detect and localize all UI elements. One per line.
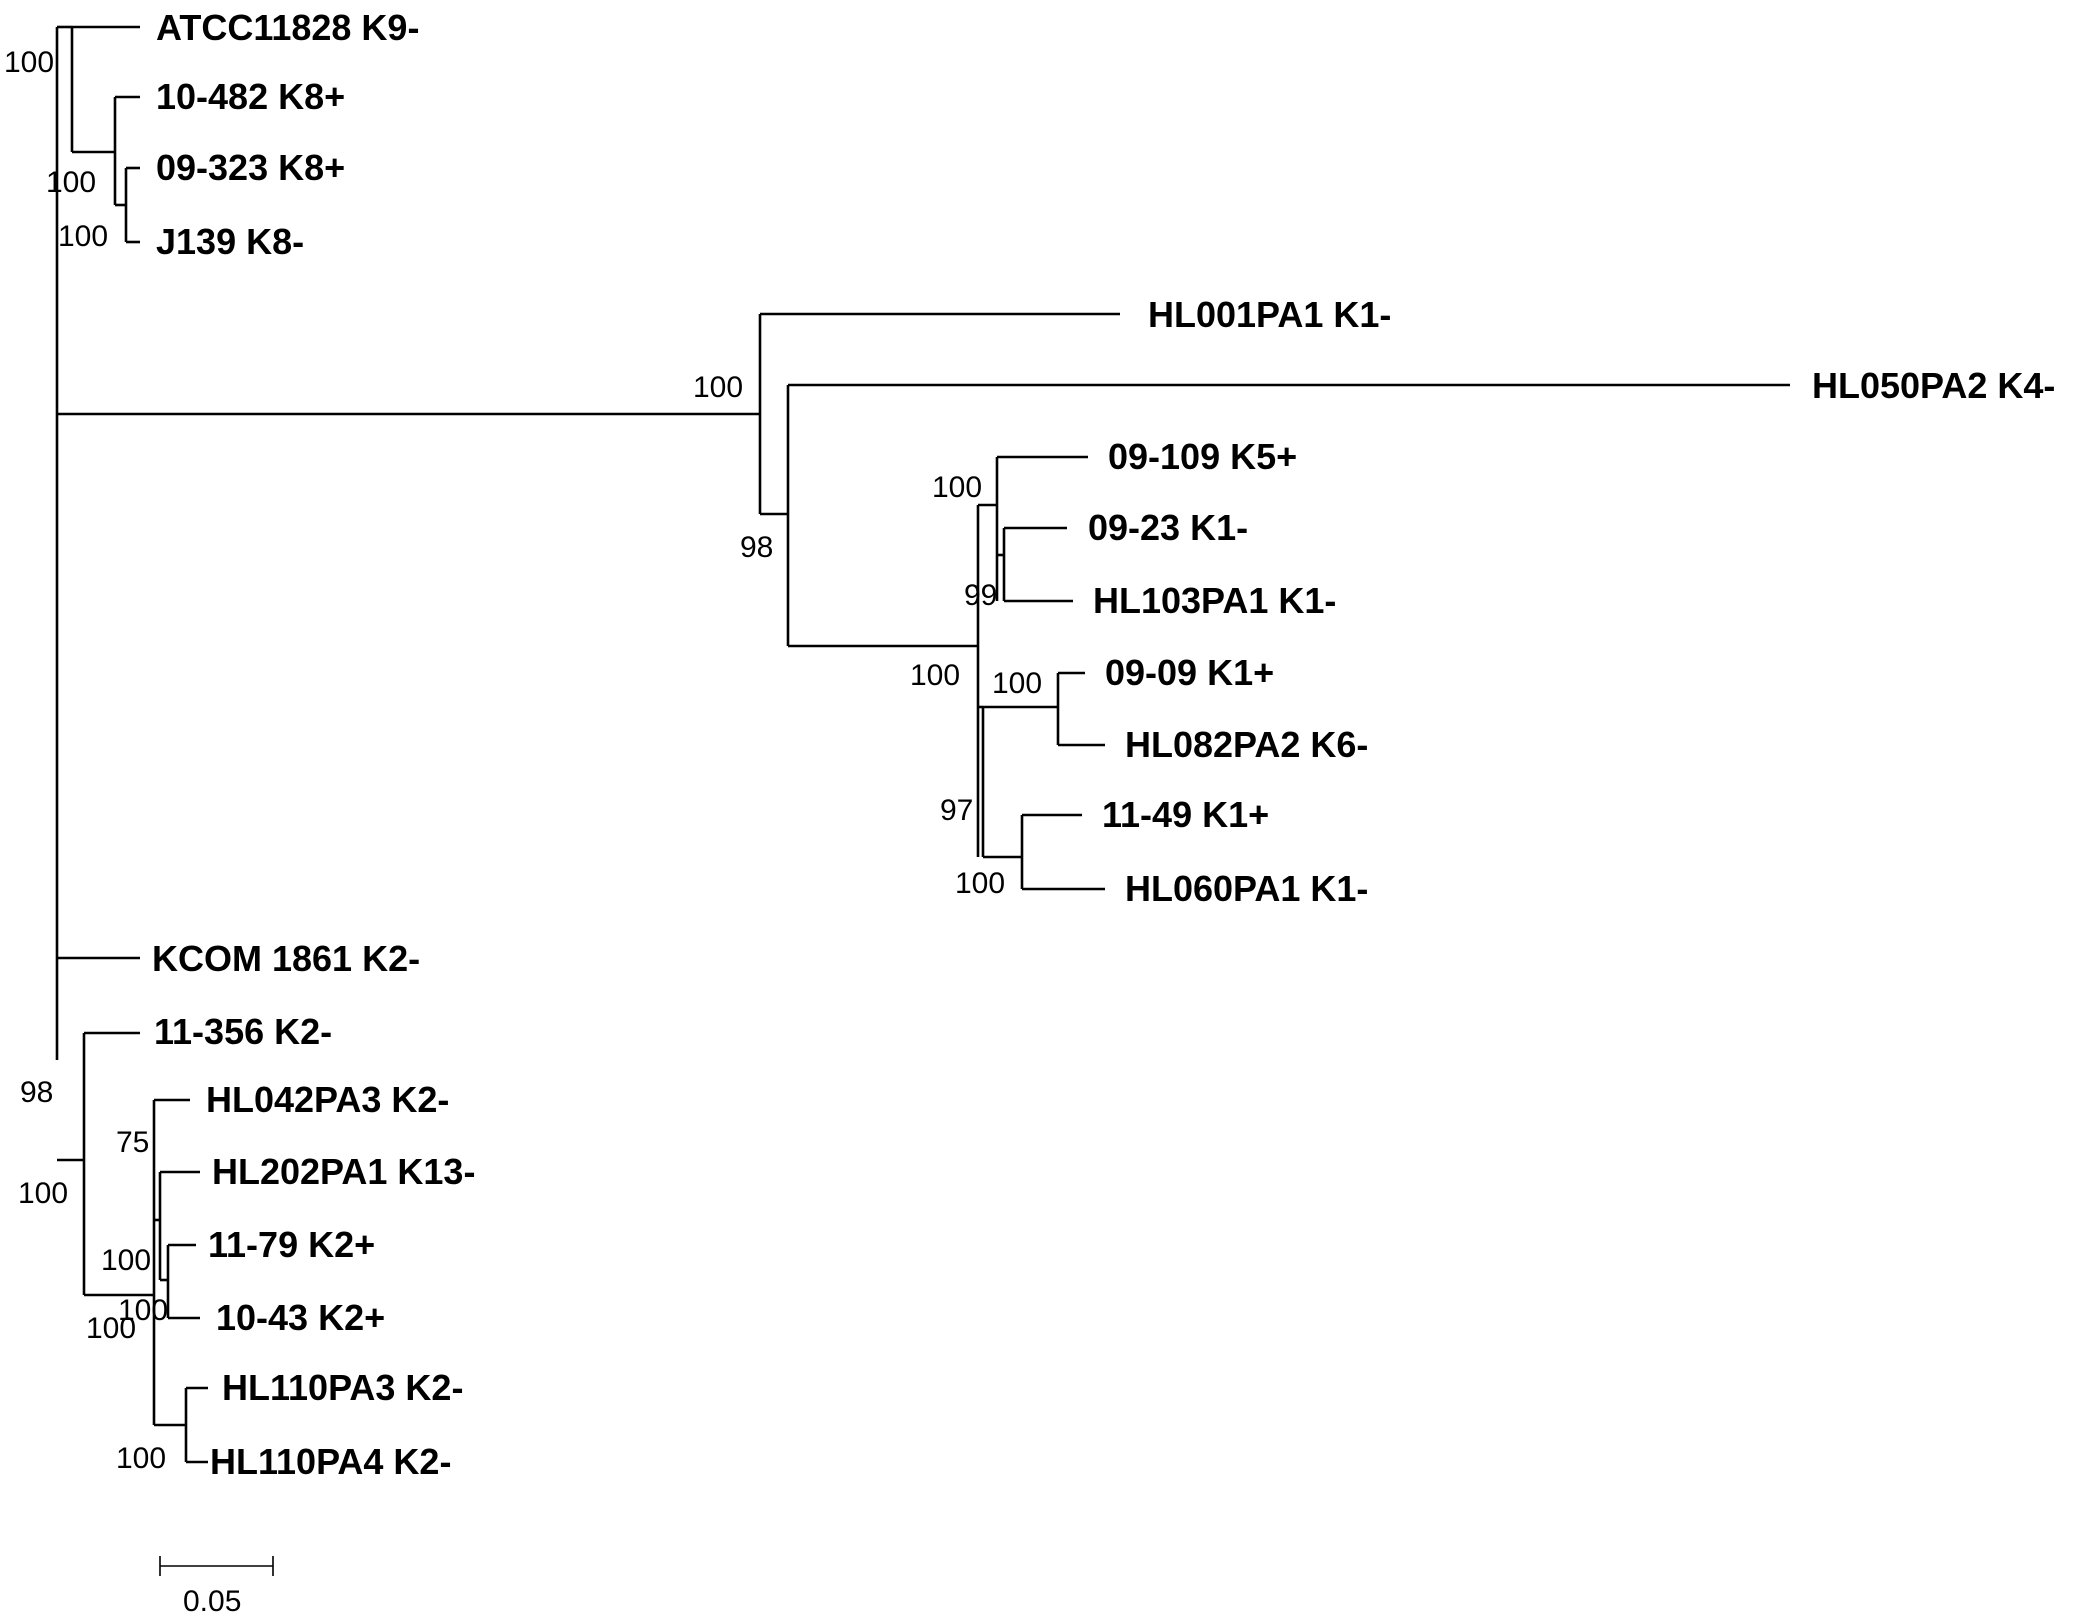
scale-bar: 0.05 bbox=[159, 1556, 274, 1618]
bootstrap-label: 99 bbox=[964, 579, 997, 612]
leaf-label: 09-109 K5+ bbox=[1108, 436, 1297, 477]
leaf-label: 11-79 K2+ bbox=[208, 1224, 375, 1265]
leaf-label: HL082PA2 K6- bbox=[1125, 724, 1368, 765]
bootstrap-label: 100 bbox=[910, 659, 960, 692]
leaf-label: HL103PA1 K1- bbox=[1093, 580, 1336, 621]
leaf-label: 09-09 K1+ bbox=[1105, 652, 1274, 693]
leaf-label: HL110PA3 K2- bbox=[222, 1367, 463, 1408]
bootstrap-label: 100 bbox=[4, 46, 54, 79]
bootstrap-label: 100 bbox=[58, 220, 108, 253]
leaf-label: ATCC11828 K9- bbox=[156, 7, 419, 48]
bootstrap-label: 100 bbox=[932, 471, 982, 504]
bootstrap-label: 100 bbox=[18, 1177, 68, 1210]
leaf-label: HL060PA1 K1- bbox=[1125, 868, 1368, 909]
leaf-label: 11-356 K2- bbox=[154, 1011, 332, 1052]
leaf-label: KCOM 1861 K2- bbox=[152, 938, 420, 979]
scale-bar-line bbox=[159, 1556, 274, 1576]
tree-branches bbox=[55, 25, 1790, 1464]
bootstrap-label: 98 bbox=[20, 1076, 53, 1109]
scale-bar-label: 0.05 bbox=[183, 1585, 241, 1618]
bootstrap-label: 97 bbox=[940, 794, 973, 827]
leaf-label: 10-482 K8+ bbox=[156, 76, 345, 117]
leaf-label: 09-323 K8+ bbox=[156, 147, 345, 188]
leaf-label: HL110PA4 K2- bbox=[210, 1441, 451, 1482]
leaf-label: HL202PA1 K13- bbox=[212, 1151, 475, 1192]
bootstrap-values: 100 100 100 100 98 100 99 100 100 97 100… bbox=[4, 46, 1042, 1475]
bootstrap-label: 75 bbox=[116, 1126, 149, 1159]
bootstrap-label: 100 bbox=[992, 667, 1042, 700]
bootstrap-label: 100 bbox=[86, 1312, 136, 1345]
leaf-labels: ATCC11828 K9- 10-482 K8+ 09-323 K8+ J139… bbox=[152, 7, 2055, 1482]
leaf-label: 11-49 K1+ bbox=[1102, 794, 1269, 835]
bootstrap-label: 100 bbox=[955, 867, 1005, 900]
bootstrap-label: 100 bbox=[101, 1244, 151, 1277]
leaf-label: J139 K8- bbox=[156, 221, 304, 262]
leaf-label: HL050PA2 K4- bbox=[1812, 365, 2055, 406]
leaf-label: HL042PA3 K2- bbox=[206, 1079, 449, 1120]
leaf-label: 09-23 K1- bbox=[1088, 507, 1248, 548]
leaf-label: HL001PA1 K1- bbox=[1148, 294, 1391, 335]
bootstrap-label: 98 bbox=[740, 531, 773, 564]
bootstrap-label: 100 bbox=[118, 1294, 168, 1327]
bootstrap-label: 100 bbox=[116, 1442, 166, 1475]
bootstrap-label: 100 bbox=[46, 166, 96, 199]
bootstrap-label: 100 bbox=[693, 371, 743, 404]
leaf-label: 10-43 K2+ bbox=[216, 1297, 385, 1338]
